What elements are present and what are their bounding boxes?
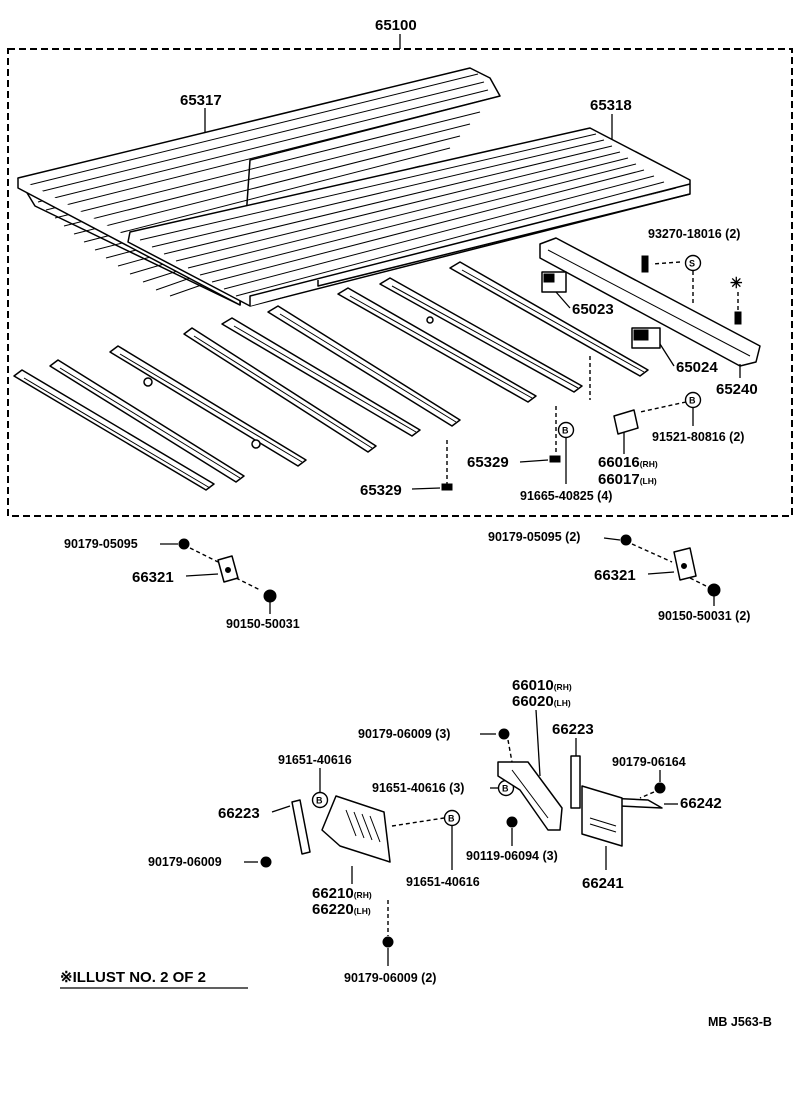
s-symbol [684, 254, 702, 272]
label-66220: 66220(LH) [312, 901, 371, 918]
assembly-frame [7, 48, 793, 517]
label-65318: 65318 [590, 97, 632, 114]
label-93270: 93270-18016 (2) [648, 227, 740, 241]
b-symbol-5 [443, 809, 461, 827]
label-66016: 66016(RH) [598, 454, 658, 471]
b-symbol-1 [684, 391, 702, 409]
illust-note: ※ILLUST NO. 2 OF 2 [60, 969, 206, 986]
label-65329-right: 65329 [467, 454, 509, 471]
label-91651-top: 91651-40616 [278, 753, 352, 767]
label-66223-right: 66223 [552, 721, 594, 738]
label-66242: 66242 [680, 795, 722, 812]
label-91651-mid: 91651-40616 [406, 875, 480, 889]
svg-text:B: B [448, 814, 455, 824]
label-90179-06164: 90179-06164 [612, 755, 686, 769]
label-91651-3: 91651-40616 (3) [372, 781, 464, 795]
label-66210: 66210(RH) [312, 885, 372, 902]
label-90150-50031-right: 90150-50031 (2) [658, 609, 750, 623]
label-90179-06009-3: 90179-06009 (3) [358, 727, 450, 741]
svg-text:B: B [502, 784, 509, 794]
svg-text:S: S [689, 259, 695, 269]
label-65024: 65024 [676, 359, 718, 376]
label-66223-left: 66223 [218, 805, 260, 822]
label-66020: 66020(LH) [512, 693, 571, 710]
label-66321-left: 66321 [132, 569, 174, 586]
label-90119: 90119-06094 (3) [466, 849, 558, 863]
b-symbol-2 [557, 421, 575, 439]
label-91521: 91521-80816 (2) [652, 430, 744, 444]
svg-text:B: B [562, 426, 569, 436]
label-66010: 66010(RH) [512, 677, 572, 694]
deck-panel-65318 [127, 127, 691, 307]
label-65023: 65023 [572, 301, 614, 318]
assembly-number: 65100 [375, 17, 417, 34]
star-symbol: ✳ [730, 275, 743, 292]
clip-65023 [541, 271, 567, 293]
label-65240: 65240 [716, 381, 758, 398]
label-65329-left: 65329 [360, 482, 402, 499]
diagram-code: MB J563-B [708, 1015, 772, 1029]
cross-sills [13, 261, 649, 491]
label-90150-50031-left: 90150-50031 [226, 617, 300, 631]
label-90179-05095-left: 90179-05095 [64, 537, 138, 551]
label-91665: 91665-40825 (4) [520, 489, 612, 503]
label-66321-right: 66321 [594, 567, 636, 584]
left-bracket-group: 90179-05095 66321 90150-50031 [64, 537, 300, 631]
label-65317: 65317 [180, 92, 222, 109]
clip-65024 [631, 327, 661, 349]
rail-65240 [539, 237, 761, 367]
label-90179-06009-2: 90179-06009 (2) [344, 971, 436, 985]
label-66017: 66017(LH) [598, 471, 657, 488]
svg-text:B: B [689, 396, 696, 406]
lower-assembly: 66010(RH) 66020(LH) 90179-06009 (3) 6622… [148, 677, 722, 985]
label-90179-05095-right: 90179-05095 (2) [488, 530, 580, 544]
bracket-66016 [613, 409, 639, 435]
b-symbol-4 [311, 791, 329, 809]
label-90179-06009-left: 90179-06009 [148, 855, 222, 869]
svg-text:B: B [316, 796, 323, 806]
label-66241: 66241 [582, 875, 624, 892]
right-bracket-group: 90179-05095 (2) 66321 90150-50031 (2) [488, 530, 750, 623]
